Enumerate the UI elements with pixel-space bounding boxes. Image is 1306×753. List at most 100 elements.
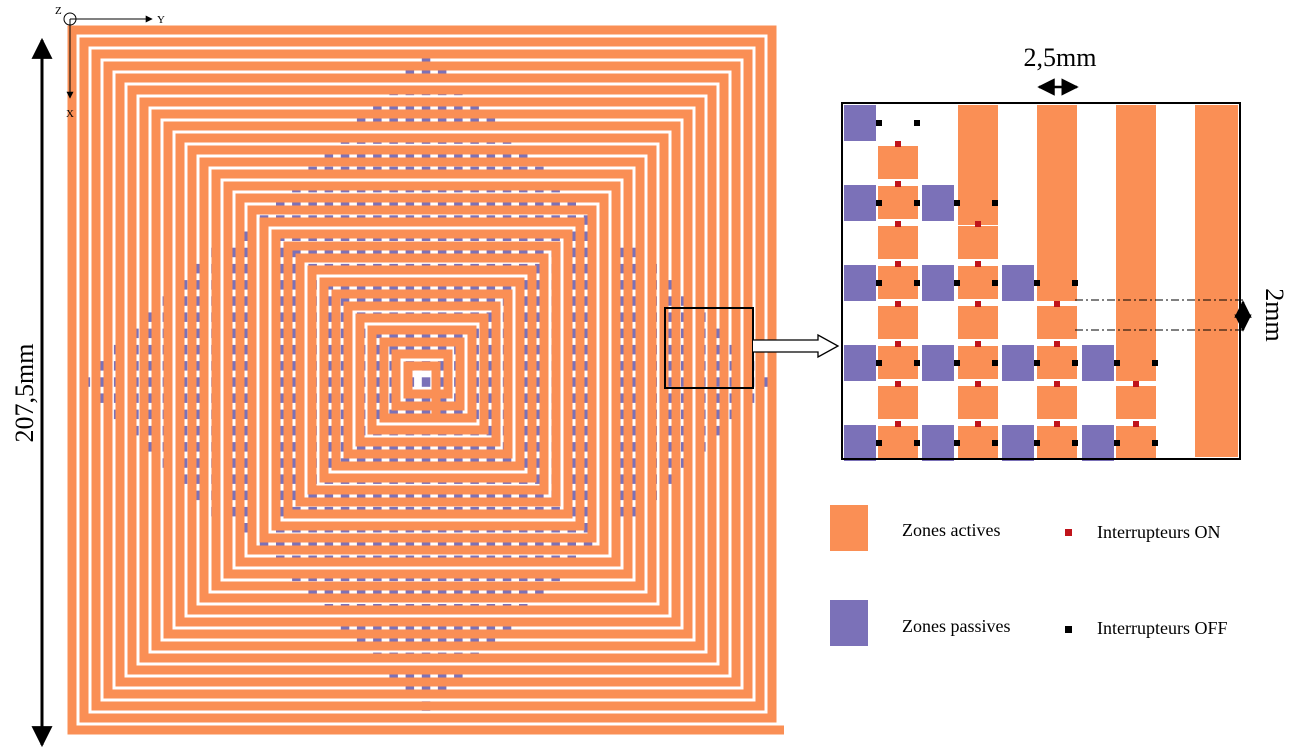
passive-zone bbox=[146, 328, 155, 339]
passive-zone bbox=[195, 458, 204, 468]
passive-zone bbox=[146, 393, 155, 403]
passive-zone bbox=[486, 636, 496, 646]
passive-zone bbox=[470, 539, 479, 549]
passive-zone bbox=[195, 425, 204, 436]
passive-zone bbox=[292, 539, 301, 549]
switch-on bbox=[1054, 381, 1060, 387]
active-cell bbox=[878, 386, 918, 419]
active-cell bbox=[878, 186, 918, 219]
passive-zone bbox=[421, 150, 431, 160]
passive-zone bbox=[389, 296, 398, 306]
passive-zone bbox=[405, 150, 415, 160]
passive-zone bbox=[437, 587, 447, 598]
passive-zone bbox=[146, 344, 155, 355]
passive-zone bbox=[324, 393, 334, 403]
passive-cell bbox=[844, 185, 876, 221]
passive-zone bbox=[454, 150, 463, 160]
passive-zone bbox=[519, 150, 528, 160]
passive-zone bbox=[195, 377, 204, 387]
passive-cell bbox=[844, 345, 876, 381]
active-cell bbox=[878, 306, 918, 339]
passive-zone bbox=[664, 312, 674, 322]
passive-zone bbox=[324, 150, 334, 160]
passive-zone bbox=[454, 539, 463, 549]
passive-zone bbox=[535, 393, 544, 403]
passive-zone bbox=[421, 636, 431, 646]
switch-on bbox=[975, 301, 981, 307]
passive-zone bbox=[340, 296, 350, 306]
passive-zone bbox=[535, 442, 544, 452]
passive-zone bbox=[664, 361, 674, 371]
zoom-detail-frame bbox=[841, 102, 1241, 460]
passive-zone bbox=[324, 409, 334, 420]
switch-on bbox=[895, 421, 901, 427]
passive-zone bbox=[535, 425, 544, 436]
passive-zone bbox=[324, 377, 334, 387]
passive-zone bbox=[437, 442, 447, 452]
passive-zone bbox=[389, 442, 398, 452]
active-cell bbox=[878, 266, 918, 299]
z-axis-label: Z bbox=[55, 5, 62, 17]
passive-zone bbox=[373, 199, 382, 209]
passive-zone bbox=[389, 247, 398, 258]
legend-switch-off-swatch bbox=[1065, 626, 1072, 633]
passive-zone bbox=[373, 539, 382, 549]
passive-zone bbox=[535, 280, 544, 290]
passive-zone bbox=[195, 312, 204, 322]
switch-on bbox=[895, 381, 901, 387]
switch-off bbox=[914, 280, 920, 286]
passive-zone bbox=[535, 199, 544, 209]
legend-active-swatch bbox=[830, 505, 868, 551]
switch-off bbox=[1034, 440, 1040, 446]
switch-on bbox=[1054, 341, 1060, 347]
switch-off bbox=[1072, 440, 1078, 446]
passive-zone bbox=[583, 539, 593, 549]
passive-zone bbox=[486, 199, 496, 209]
switch-on bbox=[895, 261, 901, 267]
legend-passive-label: Zones passives bbox=[902, 616, 1010, 636]
passive-zone bbox=[470, 587, 479, 598]
active-cell bbox=[958, 386, 998, 419]
passive-zone bbox=[502, 150, 512, 160]
passive-zone bbox=[373, 361, 382, 371]
switch-off bbox=[992, 280, 998, 286]
passive-zone bbox=[664, 344, 674, 355]
passive-zone bbox=[195, 474, 204, 484]
switch-off bbox=[1152, 440, 1158, 446]
passive-zone bbox=[470, 199, 479, 209]
passive-zone bbox=[470, 490, 479, 501]
passive-zone bbox=[356, 587, 366, 598]
passive-zone bbox=[195, 263, 204, 274]
passive-zone bbox=[551, 199, 560, 209]
active-cell bbox=[1037, 346, 1077, 379]
active-cell bbox=[958, 346, 998, 379]
passive-zone bbox=[421, 199, 431, 209]
switch-off bbox=[954, 440, 960, 446]
passive-zone bbox=[470, 296, 479, 306]
active-cell bbox=[958, 306, 998, 339]
passive-zone bbox=[356, 490, 366, 501]
passive-zone bbox=[486, 425, 496, 436]
switch-off bbox=[992, 440, 998, 446]
passive-zone bbox=[567, 539, 576, 549]
spiral-coil bbox=[67, 25, 784, 735]
passive-zone bbox=[535, 458, 544, 468]
switch-off bbox=[954, 360, 960, 366]
passive-zone bbox=[486, 344, 496, 355]
passive-zone bbox=[486, 587, 496, 598]
passive-zone bbox=[356, 247, 366, 258]
passive-zone bbox=[437, 150, 447, 160]
passive-zone bbox=[502, 539, 512, 549]
passive-zone bbox=[373, 377, 382, 387]
passive-zone bbox=[405, 199, 415, 209]
passive-zone bbox=[664, 280, 674, 290]
passive-zone bbox=[324, 458, 334, 468]
passive-zone bbox=[567, 199, 576, 209]
passive-zone bbox=[405, 490, 415, 501]
passive-zone bbox=[340, 247, 350, 258]
passive-zone bbox=[470, 636, 479, 646]
passive-zone bbox=[486, 328, 496, 339]
passive-zone bbox=[195, 280, 204, 290]
passive-zone bbox=[535, 377, 544, 387]
